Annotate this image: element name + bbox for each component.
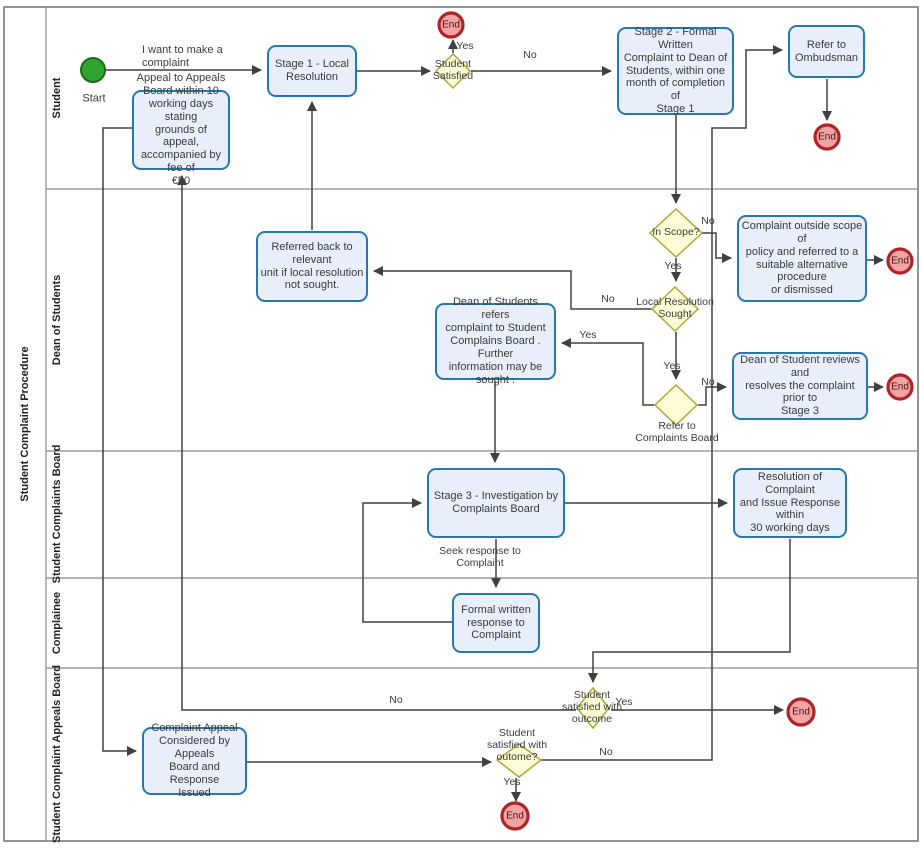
edge-label-no-1: No [523, 49, 537, 62]
task-complaint-appeal: Complaint Appeal Considered by Appeals B… [142, 722, 247, 799]
gateway-label-local-resolution: Local Resolution Sought [636, 296, 714, 320]
end-event-6 [500, 801, 530, 831]
edge-label-no-5: No [389, 694, 403, 707]
task-dean-reviews: Dean of Student reviews and resolves the… [732, 352, 868, 420]
task-dean-refers: Dean of Students refers complaint to Stu… [435, 296, 556, 386]
end-label-5: End [792, 706, 810, 718]
task-stage1: Stage 1 - Local Resolution [267, 45, 357, 97]
connector-inscope-no-outside [702, 232, 732, 263]
start-event [80, 57, 106, 83]
task-stage3: Stage 3 - Investigation by Complaints Bo… [427, 468, 565, 538]
pool-title: Student Complaint Procedure [19, 346, 31, 502]
connector-outcome1-no-appeal [177, 175, 576, 711]
connector-outcome2-no-ombudsman [541, 45, 783, 761]
edge-label-want-complaint: I want to make a complaint [142, 44, 223, 69]
gateway-outcome1 [576, 686, 610, 730]
connector-resolution-to-outcome1 [588, 539, 791, 683]
end-label-1: End [442, 19, 460, 31]
lane-label-student: Student [51, 77, 63, 119]
connector-local-no-referredback [373, 266, 652, 310]
task-appeal-to-appeals-board: Appeal to Appeals Board within 10 workin… [132, 72, 230, 187]
lane-label-complainee: Complainee [51, 591, 63, 655]
edge-label-yes-4: Yes [579, 329, 597, 342]
gateway-label-in-scope: In Scope? [652, 226, 700, 239]
gateway-in-scope [648, 207, 704, 259]
task-referred-back: Referred back to relevant unit if local … [256, 231, 368, 302]
gateway-student-satisfied [434, 52, 472, 90]
connector-refergw-no-deanreviews [698, 382, 727, 406]
end-event-1 [437, 11, 465, 39]
end-event-2 [813, 123, 841, 151]
edge-label-seek-response: Seek response to Complaint [439, 545, 521, 569]
task-refer-ombudsman: Refer to Ombudsman [788, 25, 865, 78]
end-label-2: End [818, 131, 836, 143]
lane-label-dean: Dean of Students [51, 274, 63, 366]
task-formal-response: Formal written response to Complaint [452, 593, 540, 653]
lane-label-complaints-board: Student Complaints Board [51, 444, 63, 584]
edge-label-no-2: No [701, 215, 715, 228]
gateway-label-student-satisfied: Student Satisfied [432, 58, 474, 82]
lane-label-appeals-board: Student Complaint Appeals Board [51, 664, 63, 844]
task-stage2: Stage 2 - Formal Written Complaint to De… [617, 26, 734, 115]
end-label-4: End [891, 381, 909, 393]
end-label-3: End [891, 255, 909, 267]
connector-refergw-yes-deanrefers [561, 338, 654, 406]
gateway-refer-board [653, 383, 699, 427]
edge-label-yes-6: Yes [503, 776, 521, 789]
end-label-6: End [506, 810, 524, 822]
task-resolution: Resolution of Complaint and Issue Respon… [733, 468, 847, 538]
edge-label-yes-2: Yes [664, 260, 682, 273]
gateway-outcome2 [495, 743, 543, 778]
gateway-label-outcome1: Student satisfied with outcome [561, 689, 623, 725]
edge-label-yes-1: Yes [456, 40, 474, 53]
edge-label-no-6: No [599, 746, 613, 759]
edge-label-yes-3: Yes [663, 360, 681, 373]
gateway-label-outcome2: Student satisfied with outome? [486, 727, 548, 763]
end-event-5 [786, 697, 816, 727]
start-label: Start [82, 92, 106, 105]
gateway-label-refer-board: Refer to Complaints Board [635, 420, 719, 444]
connector-appeal-to-complaintappeal [102, 127, 137, 756]
end-event-4 [886, 373, 914, 401]
connector-formal-to-stage3 [362, 498, 452, 623]
edge-label-no-4: No [701, 376, 715, 389]
edge-label-no-3: No [601, 293, 615, 306]
pool-border [3, 6, 919, 842]
gateway-local-resolution [650, 285, 700, 333]
edge-label-yes-5: Yes [615, 696, 633, 709]
end-event-3 [886, 247, 914, 275]
task-outside-scope: Complaint outside scope of policy and re… [737, 215, 867, 302]
